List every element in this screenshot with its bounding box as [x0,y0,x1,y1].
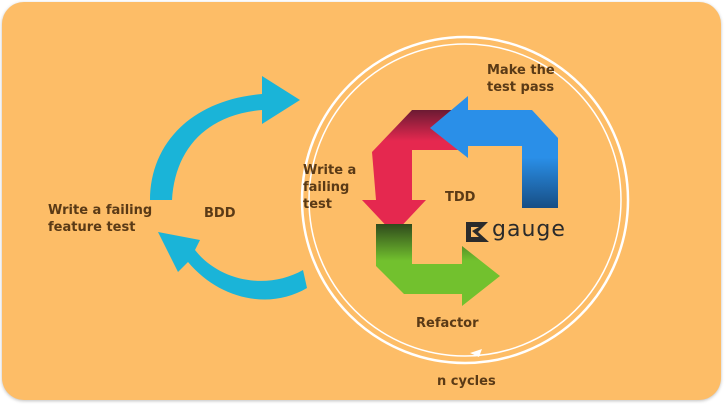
tdd-write-test-label: Write a failing test [303,163,357,212]
tdd-circle-inner [308,43,622,357]
gauge-logo-icon [466,222,489,242]
diagram-card [2,2,721,400]
bdd-lower-arrow [158,232,307,300]
tdd-label: TDD [445,190,476,205]
tdd-make-pass-label: Make the test pass [487,63,555,95]
bdd-upper-arrow [150,76,300,200]
cycles-label: n cycles [437,374,496,389]
bdd-step-label: Write a failing feature test [48,203,153,235]
bdd-label: BDD [204,206,236,221]
red-down-arrow [362,110,468,234]
blue-left-arrow [430,96,558,208]
green-right-arrow [376,224,500,306]
tdd-refactor-label: Refactor [416,316,479,331]
cycle-arrowhead-icon [470,349,482,357]
tdd-circle-outer [300,35,630,365]
gauge-logo-text: gauge [492,217,566,242]
